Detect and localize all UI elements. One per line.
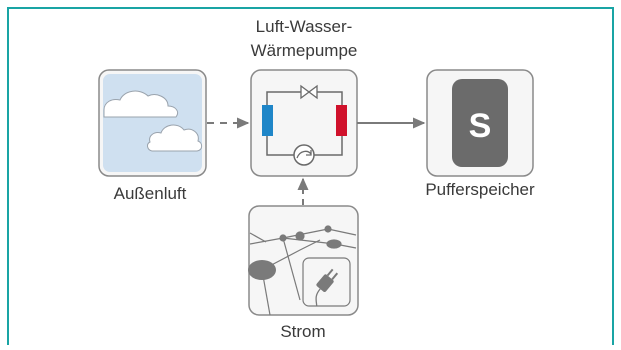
tank-letter: S [469, 107, 492, 145]
outdoor-air-node [98, 69, 207, 177]
buffer-storage-node: S [426, 69, 534, 177]
power-plug-icon [302, 257, 351, 307]
evaporator [262, 105, 273, 136]
expansion-valve-icon [300, 84, 318, 100]
outdoor-air-label: Außenluft [113, 184, 187, 203]
power-label: Strom [280, 322, 326, 341]
compressor-icon [293, 144, 315, 166]
cloud-icon [147, 124, 203, 152]
heat-pump-label-line2: Wärmepumpe [250, 41, 358, 60]
power-node [248, 205, 359, 316]
heat-pump-label-line1: Luft-Wasser- [255, 17, 353, 36]
refrigerant-circuit [266, 91, 343, 156]
frame-border [7, 7, 614, 345]
storage-tank-icon: S [452, 79, 508, 167]
power-grid-icon [248, 225, 357, 316]
condenser [336, 105, 347, 136]
cloud-icon [103, 90, 179, 118]
heat-pump-node [250, 69, 358, 177]
buffer-storage-label: Pufferspeicher [425, 180, 535, 199]
